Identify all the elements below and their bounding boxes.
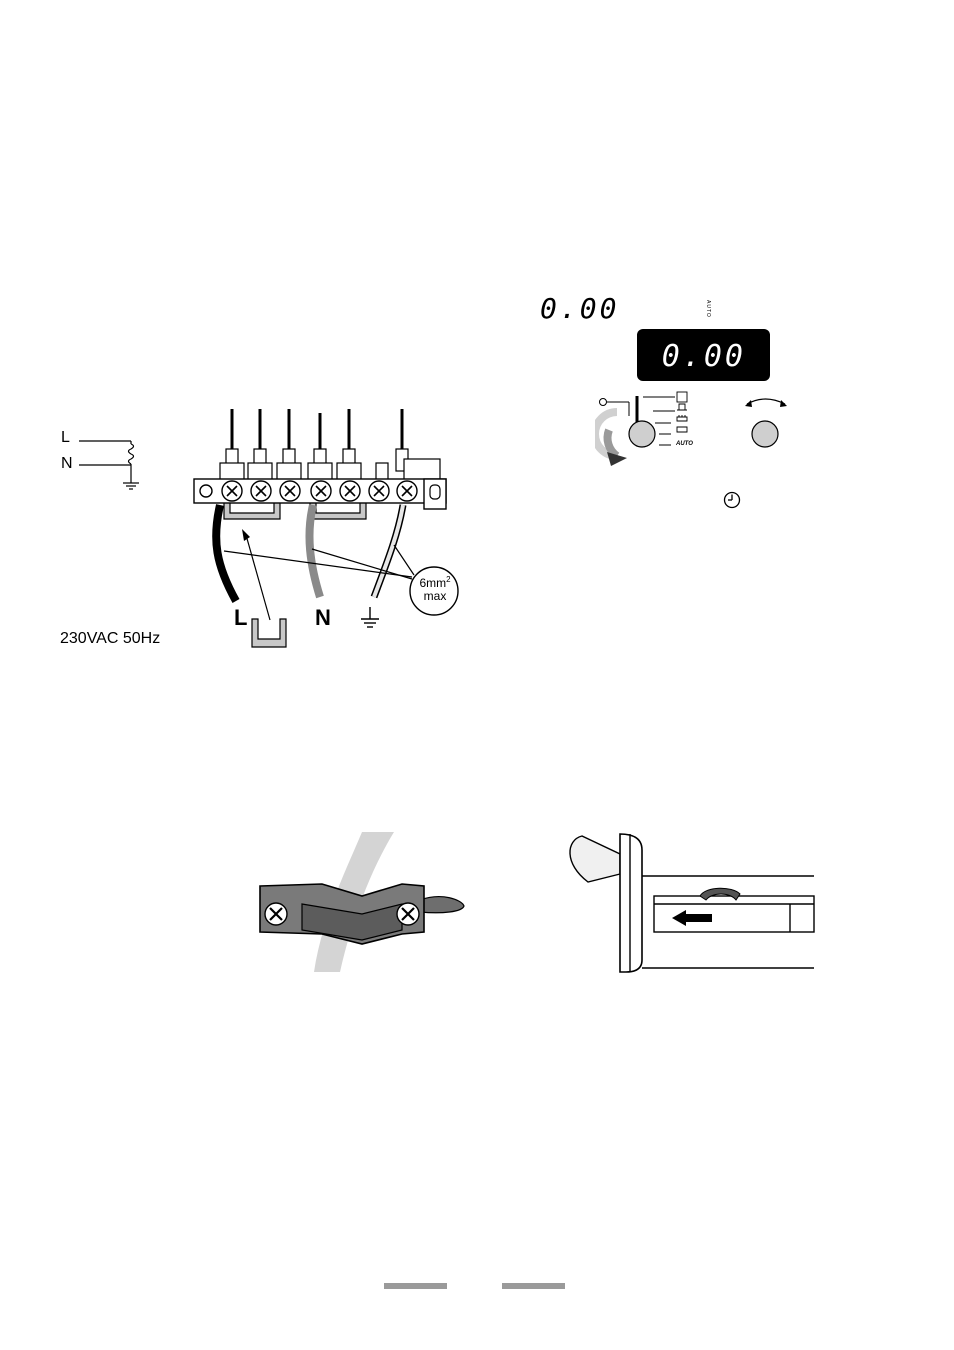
mode-auto-label: AUTO [676,441,693,447]
auto-indicator: AUTO [705,300,711,318]
neutral-terminal-label: N [315,605,331,631]
timer-controls: AUTO [595,390,805,470]
terminal-block-diagram: L N 6mm2 max [190,405,470,655]
control-graphics [595,390,805,470]
live-terminal-label: L [234,605,247,631]
cable-size-note: max [424,589,447,603]
cable-size-power: 2 [446,575,450,584]
clock-icon [722,490,742,510]
small-display-readout: 0.00 [540,292,619,325]
timer-display-value: 0.00 [662,339,746,374]
footer-bar-left [384,1283,447,1289]
schematic-wiring [55,425,165,505]
cable-size-value: 6mm [419,576,446,590]
timer-display: 0.00 [637,329,770,381]
footer-bar-right [502,1283,565,1289]
filter-slide-diagram [560,830,820,980]
supply-voltage-label: 230VAC 50Hz [60,630,160,648]
supply-schematic: L N [55,425,165,505]
cable-size-callout: 6mm2 max [412,573,458,603]
cable-clamp-diagram [252,828,472,978]
